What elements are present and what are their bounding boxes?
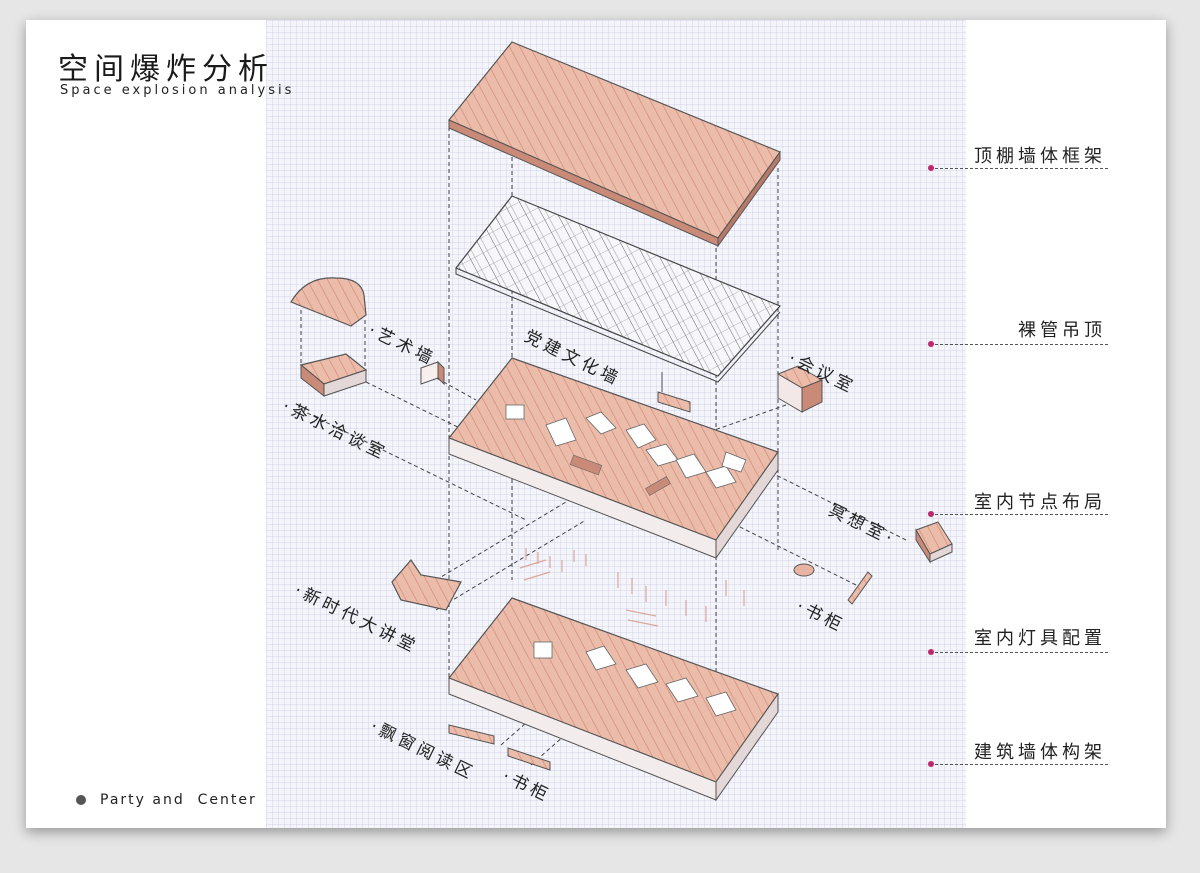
bay-window-module <box>448 724 495 745</box>
art-wall-module <box>420 360 445 386</box>
layer-bullet <box>928 511 934 517</box>
layer-divider <box>930 168 1108 169</box>
lecture-hall-module <box>391 559 462 611</box>
interior-layout-floor <box>448 357 779 560</box>
pipe-ceiling <box>455 195 782 383</box>
bookcase-upper-module <box>847 571 873 605</box>
bookcase-lower-module <box>507 747 551 771</box>
meeting-room-module <box>776 365 824 413</box>
layer-label-roof: 顶棚墙体框架 <box>974 146 1106 167</box>
layer-label-lighting: 室内灯具配置 <box>974 628 1106 649</box>
page-title: 空间爆炸分析 <box>58 52 274 87</box>
layer-bullet <box>928 761 934 767</box>
explosion-diagram <box>290 41 953 802</box>
tea-room-module <box>299 353 368 398</box>
layer-label-interior-layout: 室内节点布局 <box>974 492 1106 513</box>
layer-divider <box>930 652 1108 653</box>
layer-divider <box>930 344 1108 345</box>
layer-bullet <box>928 341 934 347</box>
meditation-room-module <box>915 521 953 564</box>
layer-label-pipe-ceiling: 裸管吊顶 <box>1018 320 1106 341</box>
layer-bullet <box>928 165 934 171</box>
building-wall-frame-floor <box>448 597 779 802</box>
poster-sheet: 空间爆炸分析 Space explosion analysis 顶棚墙体框架 裸… <box>26 20 1166 828</box>
page-subtitle: Space explosion analysis <box>60 83 295 98</box>
layer-bullet <box>928 649 934 655</box>
footer-bullet-icon <box>76 795 86 805</box>
roof-slab <box>448 41 781 248</box>
footer-text: Party and Center <box>100 792 257 808</box>
layer-divider <box>930 764 1108 765</box>
lamp-array <box>519 548 745 627</box>
tea-room-roof <box>290 277 367 327</box>
layer-label-wall-frame: 建筑墙体构架 <box>974 742 1106 763</box>
party-wall-module <box>657 372 691 413</box>
round-table-module <box>793 563 815 577</box>
layer-divider <box>930 514 1108 515</box>
footer: Party and Center <box>76 792 257 808</box>
